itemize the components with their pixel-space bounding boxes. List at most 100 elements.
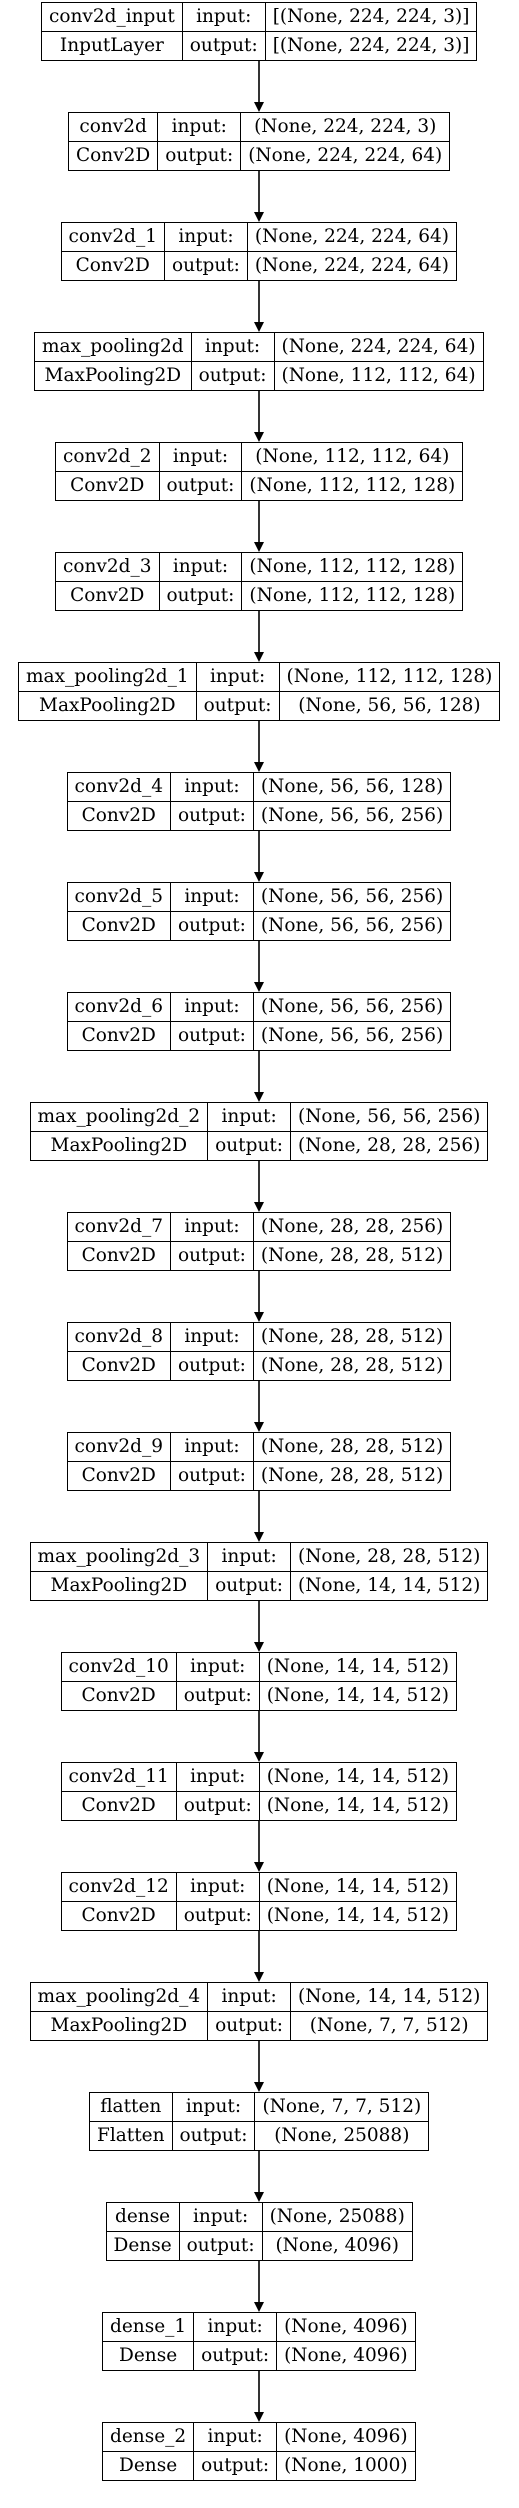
layer-name: conv2d_11 xyxy=(60,1762,177,1792)
input-label: input: xyxy=(157,112,242,142)
output-shape: (None, 224, 224, 64) xyxy=(246,251,458,281)
layer-name: conv2d_input xyxy=(41,2,183,32)
layer-name: conv2d_7 xyxy=(66,1212,171,1242)
arrowhead-icon xyxy=(254,652,264,662)
layer-type: Conv2D xyxy=(60,1791,177,1821)
arrowhead-icon xyxy=(254,432,264,442)
input-shape: (None, 28, 28, 512) xyxy=(252,1322,452,1352)
input-label: input: xyxy=(170,1432,254,1462)
output-shape: (None, 1000) xyxy=(276,2451,416,2481)
input-label: input: xyxy=(175,1872,260,1902)
layer-type: Conv2D xyxy=(60,1901,177,1931)
input-label: input: xyxy=(170,992,254,1022)
output-label: output: xyxy=(164,251,248,281)
output-label: output: xyxy=(193,2451,278,2481)
layer-name: conv2d xyxy=(67,112,159,142)
layer-name: conv2d_5 xyxy=(66,882,171,912)
layer-type: MaxPooling2D xyxy=(18,691,197,721)
output-label: output: xyxy=(190,361,275,391)
input-label: input: xyxy=(170,772,254,802)
arrowhead-icon xyxy=(254,1422,264,1432)
output-label: output: xyxy=(170,1021,254,1051)
output-shape: (None, 7, 7, 512) xyxy=(290,2011,489,2041)
output-shape: (None, 112, 112, 64) xyxy=(273,361,484,391)
input-shape: (None, 56, 56, 256) xyxy=(290,1102,489,1132)
output-label: output: xyxy=(195,691,280,721)
layer-name: conv2d_2 xyxy=(55,442,160,472)
layer-name: flatten xyxy=(89,2092,173,2122)
output-shape: (None, 56, 56, 256) xyxy=(252,911,452,941)
output-shape: (None, 28, 28, 256) xyxy=(290,1131,489,1161)
arrowhead-icon xyxy=(254,762,264,772)
input-label: input: xyxy=(181,2,266,32)
layer-name: conv2d_6 xyxy=(66,992,171,1022)
output-label: output: xyxy=(207,1131,292,1161)
output-label: output: xyxy=(158,471,243,501)
input-label: input: xyxy=(195,662,280,692)
input-label: input: xyxy=(170,1322,254,1352)
layer-type: Conv2D xyxy=(55,471,160,501)
layer-type: Conv2D xyxy=(60,251,165,281)
input-shape: (None, 25088) xyxy=(261,2202,413,2232)
arrowhead-icon xyxy=(254,2302,264,2312)
output-label: output: xyxy=(181,31,266,61)
output-label: output: xyxy=(170,1461,254,1491)
input-shape: (None, 56, 56, 256) xyxy=(252,882,452,912)
output-label: output: xyxy=(158,581,243,611)
layer-type: MaxPooling2D xyxy=(29,1571,209,1601)
input-shape: (None, 14, 14, 512) xyxy=(258,1872,458,1902)
output-label: output: xyxy=(178,2231,263,2261)
input-label: input: xyxy=(193,2312,278,2342)
output-shape: (None, 14, 14, 512) xyxy=(258,1681,458,1711)
layer-type: MaxPooling2D xyxy=(29,2011,209,2041)
output-label: output: xyxy=(157,141,242,171)
layer-type: MaxPooling2D xyxy=(34,361,192,391)
arrowhead-icon xyxy=(254,542,264,552)
layer-type: Conv2D xyxy=(55,581,160,611)
output-label: output: xyxy=(175,1901,260,1931)
input-shape: (None, 56, 56, 256) xyxy=(252,992,452,1022)
layer-type: Conv2D xyxy=(66,1461,171,1491)
output-label: output: xyxy=(170,1241,254,1271)
layer-name: max_pooling2d_1 xyxy=(18,662,197,692)
layer-name: max_pooling2d_4 xyxy=(29,1982,209,2012)
input-shape: (None, 28, 28, 256) xyxy=(252,1212,452,1242)
arrowhead-icon xyxy=(254,2082,264,2092)
arrowhead-icon xyxy=(254,1752,264,1762)
input-label: input: xyxy=(164,222,248,252)
arrowhead-icon xyxy=(254,1642,264,1652)
input-shape: (None, 14, 14, 512) xyxy=(258,1652,458,1682)
arrowhead-icon xyxy=(254,2412,264,2422)
layer-type: Conv2D xyxy=(66,801,171,831)
layer-type: Conv2D xyxy=(66,1241,171,1271)
layer-name: max_pooling2d_3 xyxy=(29,1542,209,1572)
output-label: output: xyxy=(207,1571,292,1601)
output-shape: (None, 14, 14, 512) xyxy=(258,1791,458,1821)
output-label: output: xyxy=(170,1351,254,1381)
layer-name: conv2d_4 xyxy=(66,772,171,802)
layer-type: Conv2D xyxy=(67,141,159,171)
output-shape: (None, 56, 56, 256) xyxy=(252,1021,452,1051)
arrowhead-icon xyxy=(254,1312,264,1322)
output-shape: (None, 224, 224, 64) xyxy=(240,141,451,171)
input-shape: (None, 224, 224, 3) xyxy=(240,112,451,142)
arrowhead-icon xyxy=(254,322,264,332)
arrowhead-icon xyxy=(254,212,264,222)
input-shape: (None, 56, 56, 128) xyxy=(252,772,452,802)
